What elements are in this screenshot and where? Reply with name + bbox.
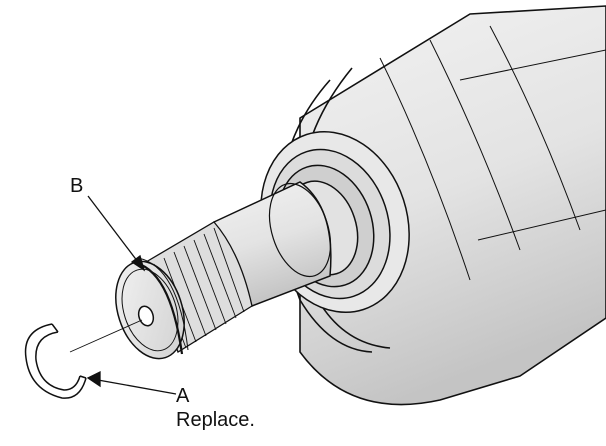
alignment-line bbox=[69, 319, 143, 353]
callout-a-note: Replace. bbox=[176, 409, 255, 431]
callout-a-label: A bbox=[176, 385, 190, 407]
leader-line-a bbox=[86, 370, 177, 395]
circlip bbox=[24, 323, 87, 399]
leader-line-b bbox=[87, 195, 146, 272]
callout-b-label: B bbox=[70, 175, 83, 197]
joint-housing bbox=[279, 5, 606, 406]
